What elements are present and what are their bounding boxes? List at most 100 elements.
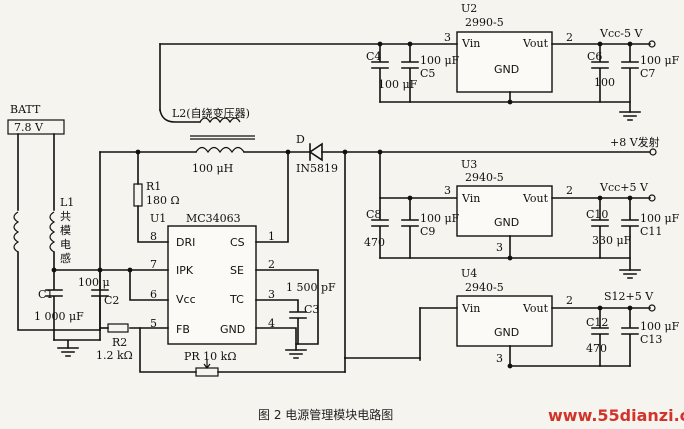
ground-symbol — [619, 269, 641, 279]
c6-label: C6 — [587, 50, 602, 63]
u4-gnd: GND — [494, 326, 519, 339]
c5-label: C5 — [420, 67, 435, 80]
l2-label: L2(自绕变压器) — [172, 106, 250, 120]
pin-tc: TC — [229, 293, 244, 306]
battery-box — [7, 119, 65, 135]
c2-label: C2 — [104, 294, 119, 307]
c3-value: 1 500 pF — [286, 281, 336, 294]
pin-se: SE — [230, 264, 244, 277]
terminal-u4 — [648, 304, 656, 312]
node — [507, 255, 513, 261]
u2-pin3: 3 — [444, 31, 451, 44]
c12-label: C12 — [586, 316, 608, 329]
u4-vout: Vout — [522, 302, 549, 315]
u4-ref: U4 — [461, 267, 477, 280]
l2-top-coil — [199, 117, 241, 124]
pin-ipk: IPK — [176, 264, 194, 277]
diode-label: D — [296, 133, 305, 146]
figure-caption: 图 2 电源管理模块电路图 — [258, 407, 393, 422]
u3-vin: Vin — [461, 192, 480, 205]
wire-pin2 — [255, 269, 319, 345]
wire-l1-bottom — [17, 251, 101, 331]
c4-value: 100 μF — [378, 78, 418, 91]
c2-value: 100 μ — [78, 276, 110, 289]
u2-gnd: GND — [494, 63, 519, 76]
l1-text3: 电 — [60, 238, 71, 251]
wire-r1-pin8 — [137, 205, 169, 243]
wire-pin1 — [255, 151, 289, 243]
u1-pin1: 1 — [268, 230, 275, 243]
c5-value: 100 μF — [420, 54, 460, 67]
u2-part: 2990-5 — [465, 16, 504, 29]
u1-pin2: 2 — [268, 258, 275, 271]
u3-ref: U3 — [461, 158, 477, 171]
u1-ref: U1 — [150, 212, 166, 225]
cap-c13 — [621, 307, 639, 367]
controller-u1: U1 MC34063 DRI CS IPK SE Vcc TC FB GND 8… — [150, 212, 275, 345]
u2-ref: U2 — [461, 2, 477, 15]
diode-part: IN5819 — [296, 162, 338, 175]
r2-value: 1.2 kΩ — [96, 349, 133, 362]
c7-value: 100 μF — [640, 54, 680, 67]
cap-c12 — [591, 307, 609, 367]
u1-pin6: 6 — [150, 288, 157, 301]
battery-label: BATT — [10, 103, 41, 116]
u1-pin4: 4 — [268, 317, 275, 330]
c3-label: C3 — [304, 303, 319, 316]
s12-label: S12+5 V — [604, 290, 654, 303]
wire-pin4 — [255, 327, 297, 351]
cap-c11 — [621, 197, 639, 271]
u1-pin5: 5 — [150, 317, 157, 330]
node — [507, 99, 513, 105]
diode-d — [308, 142, 323, 162]
c11-label: C11 — [640, 225, 662, 238]
l1-label: L1 — [60, 196, 74, 209]
vcc-minus5-label: Vcc-5 V — [599, 27, 643, 40]
pin-fb: FB — [176, 323, 190, 336]
cap-c7 — [621, 43, 639, 113]
c11-value: 100 μF — [640, 212, 680, 225]
u4-gpin: 3 — [496, 352, 503, 365]
cap-c10 — [591, 197, 609, 259]
c4-label: C4 — [366, 50, 381, 63]
node — [507, 363, 513, 369]
battery-voltage: 7.8 V — [14, 121, 44, 134]
regulator-u3: U3 2940-5 Vin Vout GND 3 2 3 — [444, 158, 573, 254]
c13-label: C13 — [640, 333, 662, 346]
terminal-8v — [649, 148, 657, 156]
u2-pin2: 2 — [566, 31, 573, 44]
ground-symbol — [619, 111, 641, 121]
terminal-u3 — [648, 194, 656, 202]
cap-c2 — [91, 269, 109, 341]
u2-box — [456, 31, 553, 93]
u3-vout: Vout — [522, 192, 549, 205]
r1-value: 180 Ω — [146, 194, 180, 207]
resistor-r1 — [133, 183, 143, 207]
u3-pin2: 2 — [566, 184, 573, 197]
ground-symbol — [285, 349, 307, 359]
resistor-r2 — [107, 323, 129, 333]
cap-c3 — [255, 299, 307, 345]
regulator-u4: U4 2940-5 Vin Vout GND 2 3 — [456, 267, 573, 365]
vcc-plus5-label: Vcc+5 V — [599, 181, 649, 194]
l1-coil-left — [13, 211, 20, 253]
u4-pin2: 2 — [566, 294, 573, 307]
potentiometer-pr — [195, 367, 219, 377]
site-watermark: www.55dianzi.com — [548, 406, 684, 425]
c9-label: C9 — [420, 225, 435, 238]
u1-pin7: 7 — [150, 258, 157, 271]
pr-label: PR 10 kΩ — [184, 350, 236, 363]
c8-label: C8 — [366, 208, 381, 221]
u1-box — [167, 225, 257, 345]
c9-value: 100 μF — [420, 212, 460, 225]
l1-text4: 感 — [60, 252, 71, 265]
c1-label: C1 — [38, 288, 53, 301]
u3-gnd: GND — [494, 216, 519, 229]
cap-c1 — [45, 269, 63, 341]
c8-value: 470 — [364, 236, 385, 249]
c13-value: 100 μF — [640, 320, 680, 333]
c10-value: 330 μF — [592, 234, 632, 247]
r1-label: R1 — [146, 180, 161, 193]
c6-value: 100 — [594, 76, 615, 89]
